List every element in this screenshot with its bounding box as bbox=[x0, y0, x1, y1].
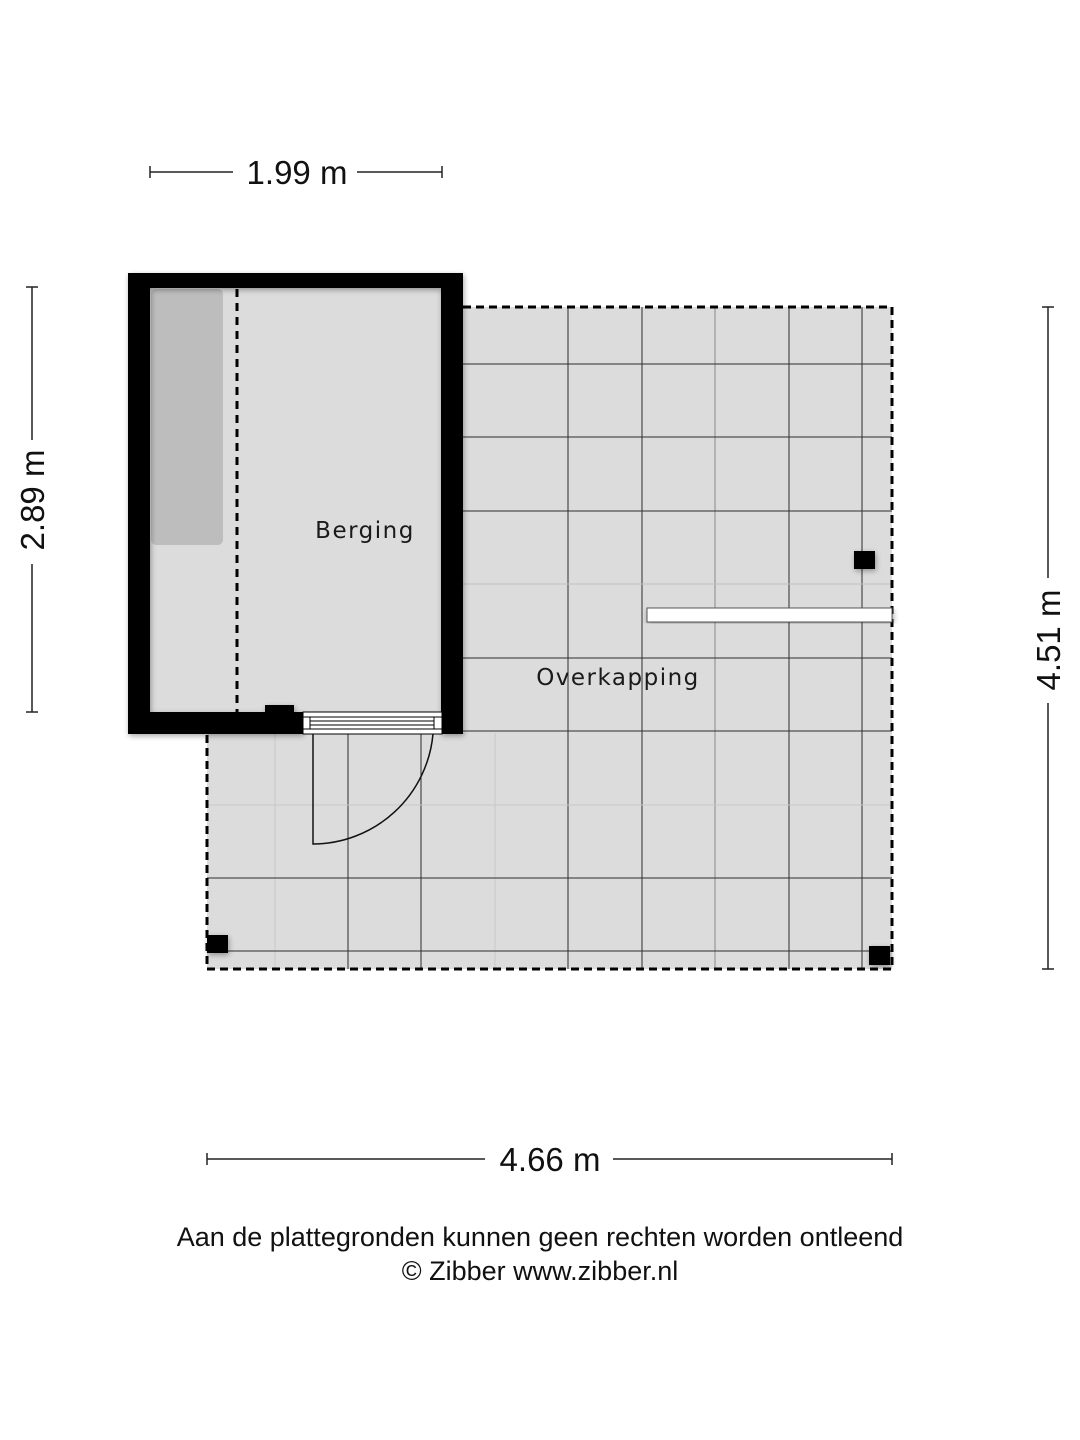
dimension-left-label: 2.89 m bbox=[14, 450, 51, 551]
dimension-right bbox=[1042, 306, 1054, 970]
disclaimer-text: Aan de plattegronden kunnen geen rechten… bbox=[176, 1222, 904, 1252]
post bbox=[854, 551, 875, 569]
shelf bbox=[646, 607, 893, 623]
door bbox=[302, 711, 443, 845]
dimension-right-label: 4.51 m bbox=[1030, 590, 1067, 691]
counter bbox=[151, 289, 223, 545]
dimension-bottom-label: 4.66 m bbox=[500, 1141, 601, 1178]
posts bbox=[207, 551, 890, 965]
room-label-berging: Berging bbox=[315, 518, 415, 544]
post bbox=[207, 935, 228, 953]
copyright-text: © Zibber www.zibber.nl bbox=[401, 1256, 679, 1286]
berging-room bbox=[128, 273, 463, 845]
room-label-overkapping: Overkapping bbox=[536, 665, 700, 691]
dimension-top bbox=[149, 166, 443, 178]
post bbox=[869, 946, 890, 965]
dimension-left bbox=[26, 286, 38, 713]
dimension-bottom bbox=[206, 1153, 893, 1165]
walls bbox=[128, 273, 463, 734]
dimension-top-label: 1.99 m bbox=[247, 154, 348, 191]
